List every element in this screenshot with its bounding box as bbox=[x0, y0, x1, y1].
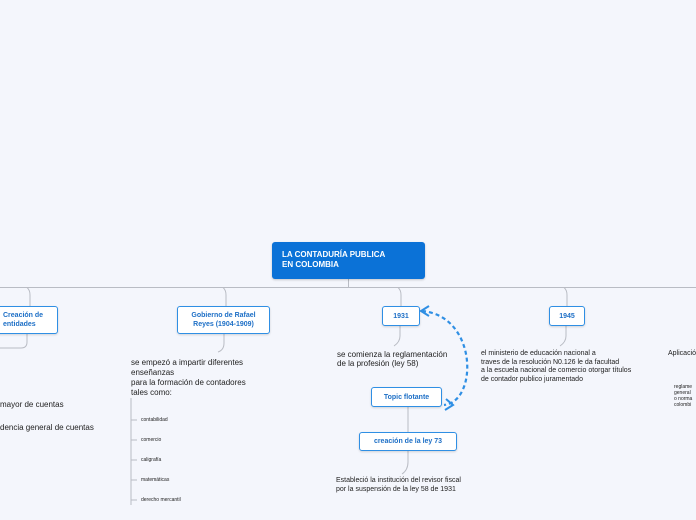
ley73-sub bbox=[401, 451, 409, 475]
relationship-arrow-bottom-icon bbox=[444, 398, 455, 411]
branch-1931 bbox=[397, 287, 402, 306]
branch-gobierno bbox=[222, 287, 227, 306]
topic-gobierno-line2: Reyes (1904-1909) bbox=[193, 321, 254, 328]
topic-creacion-line1: Creación de bbox=[3, 312, 44, 319]
topic-1931[interactable]: 1931 bbox=[382, 306, 420, 326]
topic-creacion-ley-73[interactable]: creación de la ley 73 bbox=[359, 432, 457, 451]
branch-gobierno-sub bbox=[217, 334, 225, 353]
text-ministerio-educacion: el ministerio de educación nacional a tr… bbox=[481, 350, 632, 383]
relationship-arrow-top-icon bbox=[419, 305, 430, 317]
topic-gobierno-line1: Gobierno de Rafael bbox=[191, 312, 256, 319]
text-mayor-de-cuentas: mayor de cuentas bbox=[0, 400, 64, 409]
text-aplicacion: Aplicació bbox=[668, 350, 696, 357]
relationship-dashed-line[interactable] bbox=[421, 309, 469, 407]
subjects-ticks bbox=[131, 419, 137, 501]
central-topic-line1: LA CONTADURÍA PUBLICA bbox=[282, 250, 386, 259]
subject-item: matemáticas bbox=[141, 477, 170, 483]
subject-item: comercio bbox=[141, 437, 162, 443]
branch-1931-sub bbox=[393, 326, 401, 347]
text-ensenanzas: se empezó a impartir diferentes enseñanz… bbox=[131, 358, 246, 397]
branch-creacion bbox=[26, 287, 31, 306]
branch-1945-sub bbox=[559, 326, 567, 347]
topic-1945[interactable]: 1945 bbox=[549, 306, 585, 326]
branch-1945 bbox=[563, 287, 568, 306]
floating-topic[interactable]: Topic flotante bbox=[371, 387, 442, 407]
central-topic-line2: EN COLOMBIA bbox=[282, 260, 339, 269]
text-dencia-general-cuentas: dencia general de cuentas bbox=[0, 423, 94, 432]
branch-creacion-sub bbox=[0, 334, 28, 349]
topic-gobierno-rafael-reyes[interactable]: Gobierno de Rafael Reyes (1904-1909) bbox=[177, 306, 270, 334]
subject-item: derecho mercantil bbox=[141, 497, 181, 503]
topic-creacion-entidades[interactable]: Creación de entidades bbox=[0, 306, 58, 334]
subject-item: contabilidad bbox=[141, 417, 168, 423]
subject-item: caligrafía bbox=[141, 457, 162, 463]
text-reglamentacion: se comienza la reglamentación de la prof… bbox=[337, 350, 448, 368]
central-topic[interactable]: LA CONTADURÍA PUBLICA EN COLOMBIA bbox=[272, 242, 425, 279]
topic-creacion-line2: entidades bbox=[3, 321, 36, 328]
text-revisor-fiscal: Estableció la institución del revisor fi… bbox=[336, 477, 461, 493]
text-reglamento: reglame general o norma colombi bbox=[674, 384, 693, 408]
